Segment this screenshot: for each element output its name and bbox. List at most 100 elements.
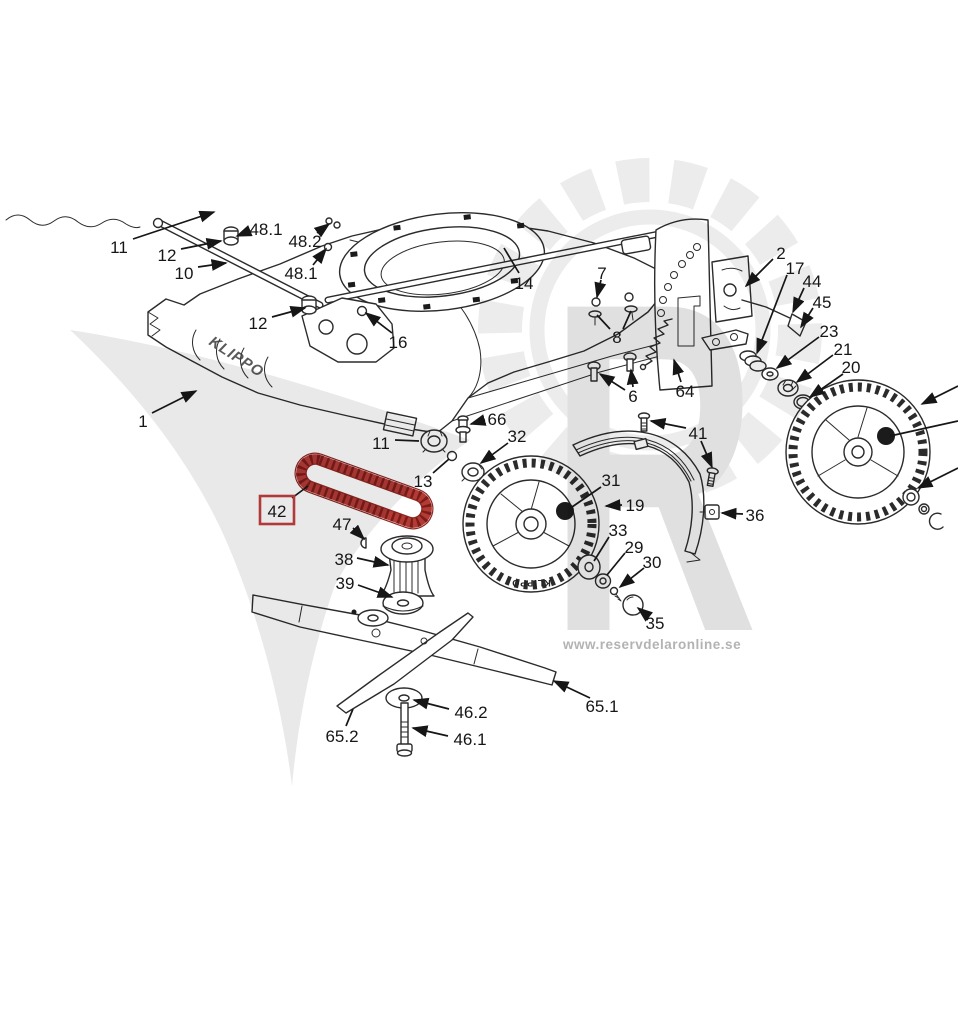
leader-line-20 xyxy=(808,373,844,398)
leader-line-11-mid xyxy=(394,439,420,442)
part-label-20: 20 xyxy=(842,358,861,377)
bushing-12a xyxy=(223,226,239,246)
watermark-url: www.reservdelaronline.se xyxy=(562,637,741,652)
part-label-38: 38 xyxy=(335,550,354,569)
part-label-6: 6 xyxy=(628,387,637,406)
part-label-46-1: 46.1 xyxy=(453,730,486,749)
leader-line-48-1b xyxy=(312,247,328,266)
watermark-gear-shape xyxy=(478,158,822,502)
part-label-12-b: 12 xyxy=(249,314,268,333)
leader-line-16 xyxy=(364,311,393,334)
leader-line-65-1 xyxy=(552,680,591,699)
deflector-clip-36 xyxy=(699,504,720,520)
leader-line-32 xyxy=(479,442,509,465)
part-label-31: 31 xyxy=(602,471,621,490)
leader-line-6 xyxy=(598,373,626,391)
leader-line-6-1 xyxy=(626,368,639,388)
part-label-65-2: 65.2 xyxy=(325,727,358,746)
leader-line-47 xyxy=(349,524,366,541)
part-label-44: 44 xyxy=(803,272,822,291)
part-label-35: 35 xyxy=(646,614,665,633)
hub-cap-mark-31 xyxy=(556,502,574,520)
leader-line-36 xyxy=(720,507,744,520)
leader-line-2 xyxy=(744,258,774,288)
part-label-1: 1 xyxy=(138,412,147,431)
watermark-swoosh-shape xyxy=(70,330,470,786)
bushing-12b xyxy=(301,295,317,315)
leader-line-7 xyxy=(594,279,607,299)
part-label-46-2: 46.2 xyxy=(454,703,487,722)
part-label-48-1a: 48.1 xyxy=(249,220,282,239)
part-label-48-1b: 48.1 xyxy=(284,264,317,283)
part-label-21: 21 xyxy=(834,340,853,359)
leader-line-8-1 xyxy=(622,310,632,330)
bolt-48-2 xyxy=(325,217,333,225)
leader-line-66 xyxy=(469,414,487,426)
bolt-30 xyxy=(609,586,622,602)
leader-line-23 xyxy=(775,336,820,370)
leader-line-35 xyxy=(636,606,654,622)
part-label-16: 16 xyxy=(389,333,408,352)
leader-line-46-1 xyxy=(411,725,449,738)
leader-line-12-top xyxy=(180,237,223,250)
leader-line-29 xyxy=(606,552,626,576)
leader-line-39 xyxy=(357,584,394,598)
wheel-axle-parts xyxy=(577,554,644,616)
part-label-45: 45 xyxy=(813,293,832,312)
part-label-2: 2 xyxy=(776,244,785,263)
cropped-right-leaders xyxy=(889,385,958,530)
leader-line-41 xyxy=(649,417,687,430)
part-label-17: 17 xyxy=(786,259,805,278)
leader-line-1 xyxy=(151,390,198,414)
part-label-29: 29 xyxy=(625,538,644,557)
part-label-8: 8 xyxy=(612,328,621,347)
belt-pulley-assembly xyxy=(360,535,435,615)
leader-line-31 xyxy=(571,486,602,508)
leader-line-48-1a xyxy=(235,225,253,237)
highlight-box-42 xyxy=(258,494,296,526)
leader-line-41-1 xyxy=(700,440,713,469)
part-label-12-top: 12 xyxy=(158,246,177,265)
leader-line-17 xyxy=(756,274,788,355)
part-label-11-mid: 11 xyxy=(372,434,390,453)
nut-16 xyxy=(356,305,368,317)
part-label-14: 14 xyxy=(515,274,534,293)
part-label-66: 66 xyxy=(488,410,507,429)
leader-line-10 xyxy=(197,259,228,271)
part-label-10: 10 xyxy=(175,264,194,283)
leader-line-11-top xyxy=(132,210,216,240)
part-label-7: 7 xyxy=(597,264,606,283)
part-label-42: 42 xyxy=(268,502,287,521)
front-wheel: KLIPPO xyxy=(462,455,600,593)
leader-line-13 xyxy=(432,458,450,474)
deck-front-lip xyxy=(5,214,141,229)
watermark-graphics: R xyxy=(70,158,822,786)
leader-line-48-2 xyxy=(313,222,331,238)
part-label-32: 32 xyxy=(508,427,527,446)
leader-line-64 xyxy=(672,358,685,383)
bolt-46-1 xyxy=(396,702,413,757)
leader-line-45 xyxy=(800,307,814,329)
leader-line-19 xyxy=(604,499,623,512)
leader-line-8 xyxy=(596,314,611,330)
part-label-11-top: 11 xyxy=(110,238,128,257)
leader-line-30 xyxy=(618,567,645,589)
wheel-brand-text: KLIPPO xyxy=(511,578,551,588)
blade-assembly xyxy=(251,594,557,757)
part-label-19: 19 xyxy=(626,496,645,515)
leader-line-12-b xyxy=(271,306,307,318)
tension-spring-64 xyxy=(639,318,673,371)
part-label-64: 64 xyxy=(676,382,695,401)
blade-65-2 xyxy=(336,612,474,714)
part-label-33: 33 xyxy=(609,521,628,540)
leader-line-33 xyxy=(593,536,610,562)
bearing-32 xyxy=(461,462,485,482)
part-label-23: 23 xyxy=(820,322,839,341)
part-label-30: 30 xyxy=(643,553,662,572)
leader-line-46-2 xyxy=(412,697,450,710)
part-label-65-1: 65.1 xyxy=(585,697,618,716)
leader-line-38 xyxy=(356,556,390,568)
